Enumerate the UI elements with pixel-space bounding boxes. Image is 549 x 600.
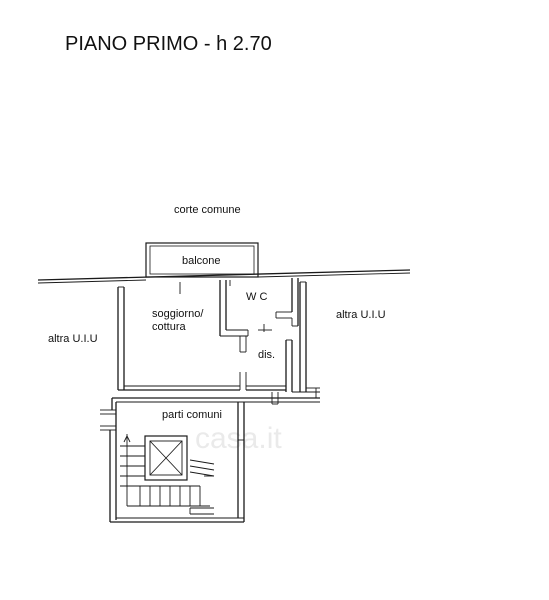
exterior-wall: [37, 269, 411, 284]
right-wall: [299, 281, 307, 392]
dis-right-wall: [285, 339, 293, 392]
label-corte-comune: corte comune: [174, 204, 241, 216]
label-balcone: balcone: [182, 255, 221, 267]
door-marks: [179, 280, 231, 294]
balcony: [145, 242, 259, 278]
common-area-walls: [100, 397, 320, 523]
watermark: casa.it: [195, 422, 282, 455]
label-soggiorno-line1: soggiorno/: [152, 308, 204, 320]
label-soggiorno-line2: cottura: [152, 321, 187, 333]
living-bottom-wall: [118, 372, 247, 391]
label-altra-right: altra U.I.U: [336, 309, 386, 321]
corridor-top-wall: [246, 385, 320, 405]
staircase: [120, 434, 215, 515]
interior-wall-wc: [219, 280, 249, 353]
wc-right-wall: [258, 278, 299, 332]
label-dis: dis.: [258, 349, 275, 361]
lift-shaft: [144, 435, 188, 481]
plan-title: PIANO PRIMO - h 2.70: [65, 33, 272, 55]
label-wc: W C: [246, 291, 267, 303]
left-wall: [117, 286, 125, 390]
label-altra-left: altra U.I.U: [48, 333, 98, 345]
label-parti-comuni: parti comuni: [162, 409, 222, 421]
